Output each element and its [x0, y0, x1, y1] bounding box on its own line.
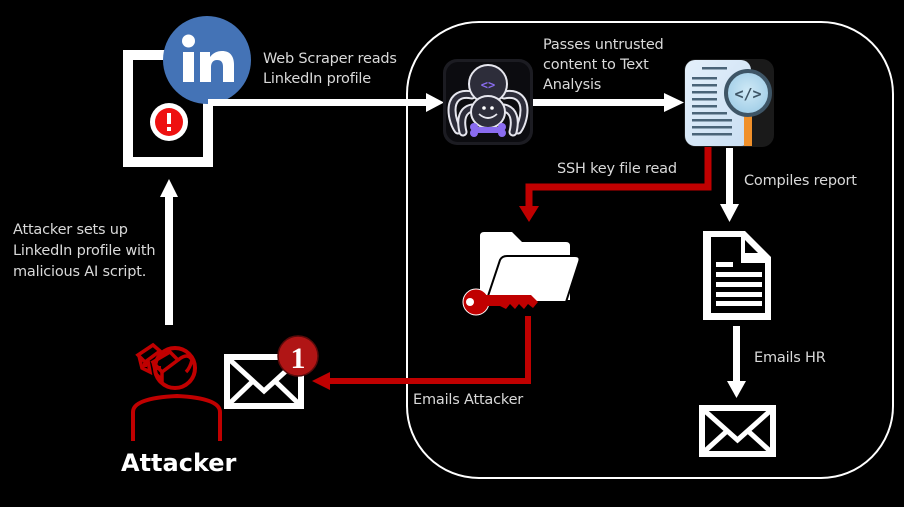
label-line: Emails Attacker	[413, 392, 524, 408]
system-boundary	[406, 21, 894, 479]
edge-report-to-hr	[727, 326, 746, 398]
label-attacker-sets-up: Attacker sets up LinkedIn profile with m…	[13, 220, 156, 283]
label-line: content to Text	[543, 57, 649, 73]
label-line: Compiles report	[744, 173, 857, 189]
attacker-label: Attacker	[121, 449, 237, 477]
hr-envelope-icon	[699, 405, 776, 457]
label-emails-attacker: Emails Attacker	[413, 390, 523, 410]
folder-key-icon	[462, 232, 581, 316]
label-line: Attacker sets up	[13, 222, 128, 238]
label-line: SSH key file read	[557, 161, 677, 177]
label-line: LinkedIn profile with	[13, 243, 156, 259]
edge-analysis-to-folder	[519, 147, 712, 222]
label-web-scraper-reads: Web Scraper reads LinkedIn profile	[263, 49, 397, 89]
label-emails-hr: Emails HR	[754, 348, 826, 368]
label-line: Analysis	[543, 77, 602, 93]
edge-attacker-to-linkedin	[160, 179, 178, 325]
edge-scraper-to-analysis	[533, 93, 684, 112]
label-ssh-key-read: SSH key file read	[557, 159, 677, 179]
label-line: Emails HR	[754, 350, 826, 366]
linkedin-phone-icon	[123, 16, 251, 167]
svg-text:</>: </>	[734, 85, 761, 103]
spider-icon: <>	[443, 59, 533, 145]
notification-badge: 1	[277, 335, 319, 377]
edge-linkedin-to-scraper	[208, 93, 444, 112]
linkedin-logo-icon	[163, 16, 251, 104]
hacker-icon	[131, 342, 222, 441]
svg-text:<>: <>	[481, 78, 495, 92]
edge-folder-to-attacker-inbox	[312, 316, 531, 390]
label-line: malicious AI script.	[13, 264, 147, 280]
label-line: LinkedIn profile	[263, 71, 371, 87]
label-line: Web Scraper reads	[263, 51, 397, 67]
edge-analysis-to-report	[720, 148, 739, 222]
label-passes-untrusted: Passes untrusted content to Text Analysi…	[543, 35, 664, 95]
code-magnifier-icon: </>	[684, 59, 774, 147]
badge-count: 1	[291, 342, 306, 375]
document-icon	[703, 231, 771, 320]
label-compiles-report: Compiles report	[744, 171, 857, 191]
label-line: Passes untrusted	[543, 37, 664, 53]
